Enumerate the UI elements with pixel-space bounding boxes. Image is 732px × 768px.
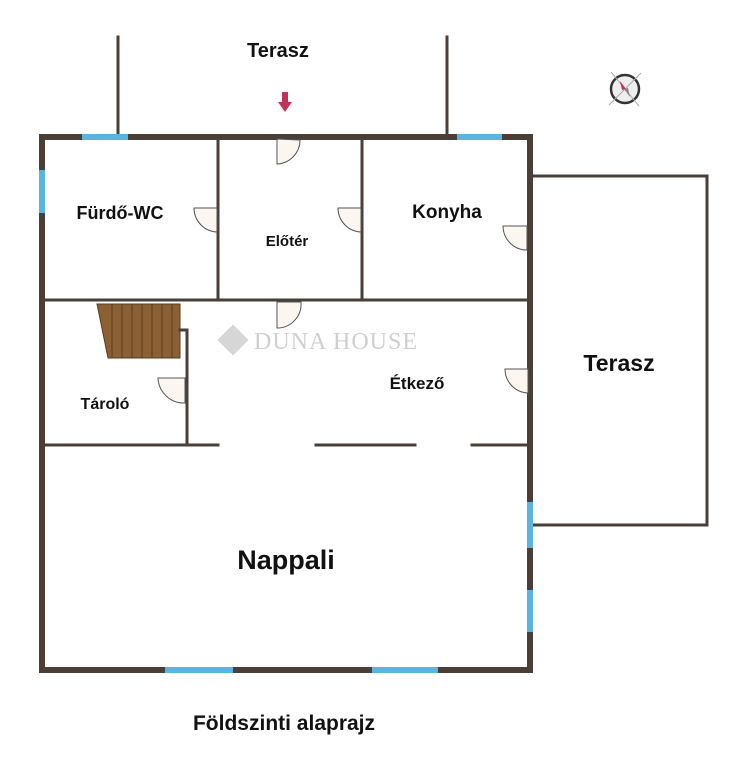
window	[39, 170, 45, 213]
door	[502, 225, 528, 251]
window	[165, 667, 233, 673]
door	[337, 207, 362, 233]
door	[504, 368, 529, 394]
label-storage: Tároló	[81, 396, 130, 413]
door	[276, 301, 302, 329]
label-living: Nappali	[237, 545, 335, 575]
compass-icon	[608, 71, 642, 107]
label-dining: Étkező	[390, 374, 445, 393]
entrance-arrow-icon	[278, 92, 292, 112]
plan-title: Földszinti alaprajz	[193, 712, 375, 735]
watermark-logo-icon	[217, 324, 249, 356]
doors	[157, 138, 529, 404]
label-kitchen: Konyha	[412, 202, 482, 223]
windows	[39, 134, 533, 673]
window	[457, 134, 502, 140]
door	[157, 377, 186, 404]
label-terrace-right: Terasz	[583, 350, 654, 376]
watermark-text: DUNA HOUSE	[254, 329, 418, 355]
window	[527, 502, 533, 548]
door	[276, 138, 301, 165]
window	[82, 134, 128, 140]
label-terrace-top: Terasz	[247, 40, 309, 62]
room-labels: Terasz Fürdő-WC Előtér Konyha Terasz Étk…	[77, 40, 655, 735]
stairs	[96, 303, 181, 359]
walls	[39, 35, 709, 673]
door	[193, 207, 218, 233]
window	[372, 667, 438, 673]
watermark: DUNA HOUSE	[217, 324, 418, 356]
label-bathroom: Fürdő-WC	[77, 203, 164, 223]
window	[527, 590, 533, 632]
label-hall: Előtér	[266, 233, 309, 250]
